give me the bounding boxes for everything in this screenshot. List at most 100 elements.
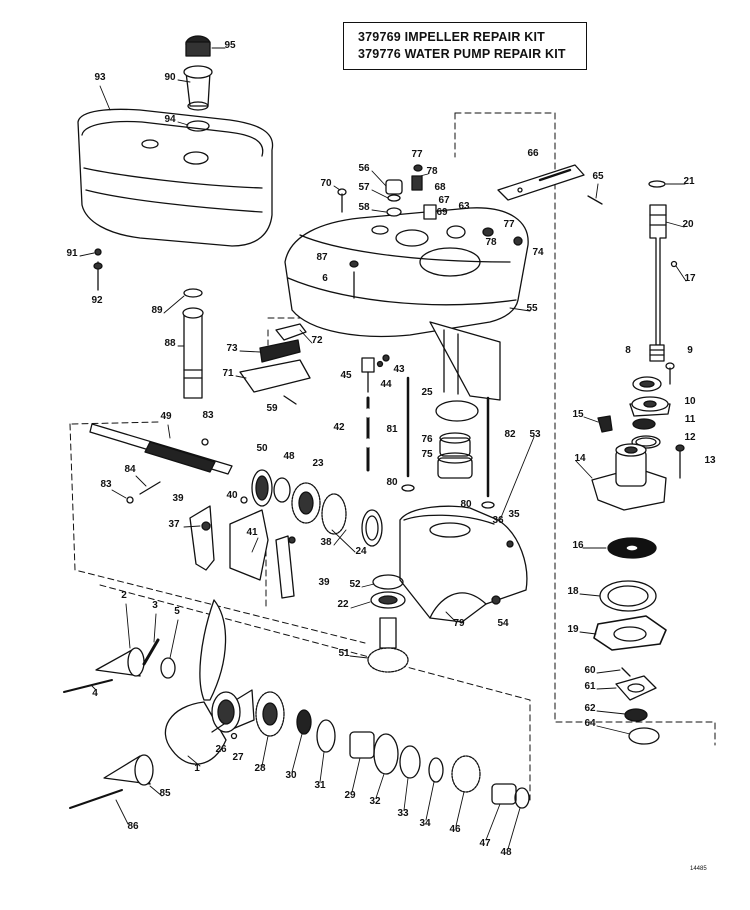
callout-77: 77: [411, 149, 423, 160]
callout-42: 42: [333, 422, 345, 433]
callout-11: 11: [685, 414, 696, 425]
callout-25: 25: [421, 387, 433, 398]
impeller-kit-label: 379769 IMPELLER REPAIR KIT: [358, 30, 545, 44]
callout-61: 61: [584, 681, 596, 692]
prop-nut-cone-2: [63, 638, 176, 693]
callout-73: 73: [226, 343, 238, 354]
propeller-shaft-49: [89, 423, 233, 504]
callout-64: 64: [584, 718, 596, 729]
callout-92: 92: [91, 295, 103, 306]
shift-linkage-parts: [189, 496, 296, 599]
callout-5: 5: [174, 606, 180, 617]
callout-83: 83: [100, 479, 112, 490]
water-pump-parts: [591, 362, 685, 745]
dashed-group-outlines: [69, 112, 716, 801]
callout-89: 89: [151, 305, 163, 316]
callout-85: 85: [159, 788, 171, 799]
callout-labels: 9590939491928988705657587778686769636665…: [66, 40, 716, 858]
callout-63: 63: [458, 201, 470, 212]
callout-35: 35: [508, 509, 520, 520]
callout-40: 40: [226, 490, 238, 501]
callout-36: 36: [492, 515, 504, 526]
callout-68: 68: [434, 182, 446, 193]
callout-86: 86: [127, 821, 139, 832]
callout-91: 91: [66, 248, 78, 259]
drive-tube-88: [182, 288, 204, 399]
callout-90: 90: [164, 72, 176, 83]
callout-74: 74: [532, 247, 544, 258]
drawing-code: 14485: [690, 866, 707, 872]
pinion-and-bearing: [367, 574, 409, 673]
callout-70: 70: [320, 178, 332, 189]
callout-30: 30: [285, 770, 297, 781]
callout-65: 65: [592, 171, 604, 182]
callout-93: 93: [94, 72, 106, 83]
callout-60: 60: [584, 665, 596, 676]
callout-13: 13: [704, 455, 716, 466]
callout-31: 31: [314, 780, 326, 791]
callout-22: 22: [337, 599, 349, 610]
propshaft-stack-parts: [211, 691, 530, 809]
callout-77: 77: [503, 219, 515, 230]
tube-and-seal-parts: [183, 35, 213, 132]
callout-43: 43: [393, 364, 405, 375]
callout-3: 3: [152, 600, 158, 611]
callout-29: 29: [344, 790, 356, 801]
callout-21: 21: [683, 176, 695, 187]
callout-46: 46: [449, 824, 461, 835]
callout-78: 78: [426, 166, 438, 177]
callout-20: 20: [682, 219, 694, 230]
callout-32: 32: [369, 796, 381, 807]
callout-44: 44: [380, 379, 392, 390]
callout-67: 67: [438, 195, 450, 206]
callout-79: 79: [453, 618, 465, 629]
callout-84: 84: [124, 464, 136, 475]
callout-15: 15: [572, 409, 584, 420]
callout-69: 69: [436, 207, 448, 218]
callout-49: 49: [160, 411, 172, 422]
shift-lever-parts: [239, 323, 311, 405]
callout-87: 87: [316, 252, 328, 263]
callout-1: 1: [194, 763, 200, 774]
callout-88: 88: [164, 338, 176, 349]
callout-23: 23: [312, 458, 324, 469]
impeller-16: [607, 537, 657, 559]
callout-24: 24: [355, 546, 367, 557]
gearcase-housing-55: [284, 207, 529, 401]
callout-80: 80: [386, 477, 398, 488]
callout-16: 16: [572, 540, 584, 551]
callout-58: 58: [358, 202, 370, 213]
housing-top-parts: [337, 164, 523, 299]
callout-41: 41: [246, 527, 258, 538]
callout-95: 95: [224, 40, 236, 51]
callout-19: 19: [567, 624, 579, 635]
callout-66: 66: [527, 148, 539, 159]
callout-37: 37: [168, 519, 180, 530]
callout-8: 8: [625, 345, 631, 356]
callout-55: 55: [526, 303, 538, 314]
callout-34: 34: [419, 818, 431, 829]
studs-and-bearings: [401, 376, 495, 509]
propeller-1: [164, 599, 255, 765]
callout-56: 56: [358, 163, 370, 174]
callout-2: 2: [121, 590, 127, 601]
callout-82: 82: [504, 429, 516, 440]
leader-lines: [79, 47, 687, 850]
callout-47: 47: [479, 838, 491, 849]
callout-72: 72: [311, 335, 323, 346]
gear-clutch-parts: [251, 469, 383, 547]
callout-45: 45: [340, 370, 352, 381]
callout-50: 50: [256, 443, 268, 454]
callout-6: 6: [322, 273, 328, 284]
callout-94: 94: [164, 114, 176, 125]
callout-26: 26: [215, 744, 227, 755]
callout-9: 9: [687, 345, 693, 356]
callout-12: 12: [684, 432, 696, 443]
callout-48: 48: [283, 451, 295, 462]
callout-59: 59: [266, 403, 278, 414]
callout-39: 39: [318, 577, 330, 588]
exhaust-adapter-part: [77, 108, 274, 247]
callout-33: 33: [397, 808, 409, 819]
callout-81: 81: [386, 424, 398, 435]
